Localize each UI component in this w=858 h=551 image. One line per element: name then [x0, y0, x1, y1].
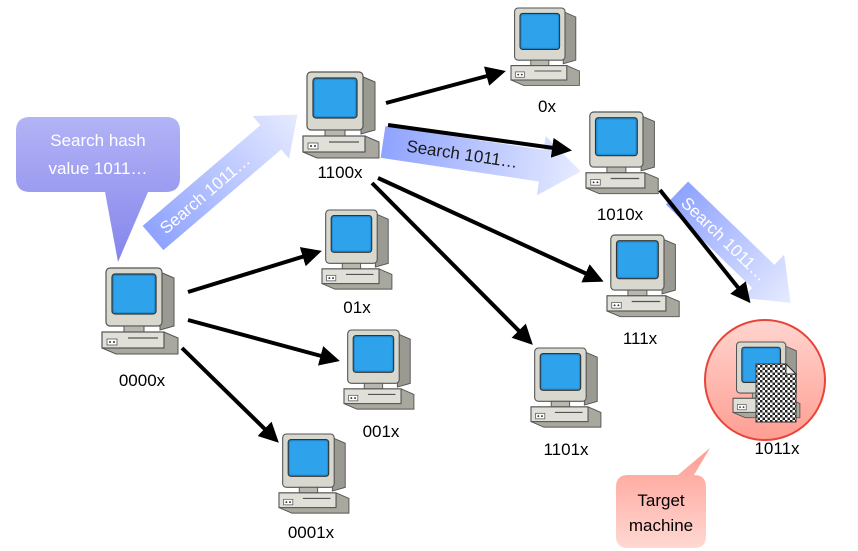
- computer-111x: 111x: [606, 234, 680, 348]
- computer-1100x: 1100x: [302, 71, 380, 182]
- node-label-1010x: 1010x: [597, 205, 644, 224]
- target-callout-line1: Target: [637, 491, 685, 510]
- computer-icon: [101, 267, 179, 355]
- arrow-1100-to-1010: [387, 123, 572, 158]
- computer-icon: [606, 234, 680, 318]
- arrow-1100-to-111: [377, 176, 604, 283]
- node-label-111x: 111x: [623, 329, 658, 348]
- computer-icon: [530, 347, 602, 428]
- computer-icon: [510, 7, 580, 86]
- computer-1101x: 1101x: [530, 347, 602, 459]
- search-arrow-2: Search 1011…: [380, 126, 581, 196]
- document-icon: [755, 362, 798, 423]
- computer-icon: [302, 71, 380, 159]
- computer-1011x: 1011x: [732, 341, 801, 458]
- computer-0000x: 0000x: [101, 267, 179, 390]
- arrow-0000-to-0001: [180, 346, 279, 443]
- computer-01x: 01x: [321, 209, 393, 317]
- arrow-1010-to-1011: [658, 188, 751, 304]
- computer-icon: [321, 209, 393, 290]
- node-label-0x: 0x: [538, 97, 556, 116]
- computer-0001x: 0001x: [278, 433, 350, 542]
- node-label-1100x: 1100x: [317, 163, 363, 182]
- computer-icon: [585, 111, 659, 195]
- computer-001x: 001x: [343, 329, 415, 441]
- search-hash-callout-line1: Search hash: [50, 131, 145, 150]
- node-label-0000x: 0000x: [119, 371, 166, 390]
- node-label-01x: 01x: [343, 298, 371, 317]
- arrow-0000-to-001: [187, 318, 340, 366]
- computer-icon: [278, 433, 350, 514]
- computer-1010x: 1010x: [585, 111, 659, 224]
- arrow-0000-to-01: [187, 247, 322, 294]
- node-label-1101x: 1101x: [543, 440, 589, 459]
- computer-icon: [343, 329, 415, 410]
- node-label-1011x: 1011x: [754, 439, 800, 458]
- target-callout-line2: machine: [629, 516, 693, 535]
- search-hash-callout-line2: value 1011…: [49, 159, 148, 178]
- node-label-0001x: 0001x: [288, 523, 335, 542]
- target-machine-callout: Target machine: [616, 448, 710, 548]
- search-hash-callout: Search hash value 1011…: [16, 117, 180, 262]
- computer-0x: 0x: [510, 7, 580, 116]
- routing-arrows: [180, 66, 751, 443]
- arrow-1100-to-1101: [370, 181, 533, 345]
- arrow-1100-to-0: [385, 66, 506, 105]
- node-label-001x: 001x: [363, 422, 400, 441]
